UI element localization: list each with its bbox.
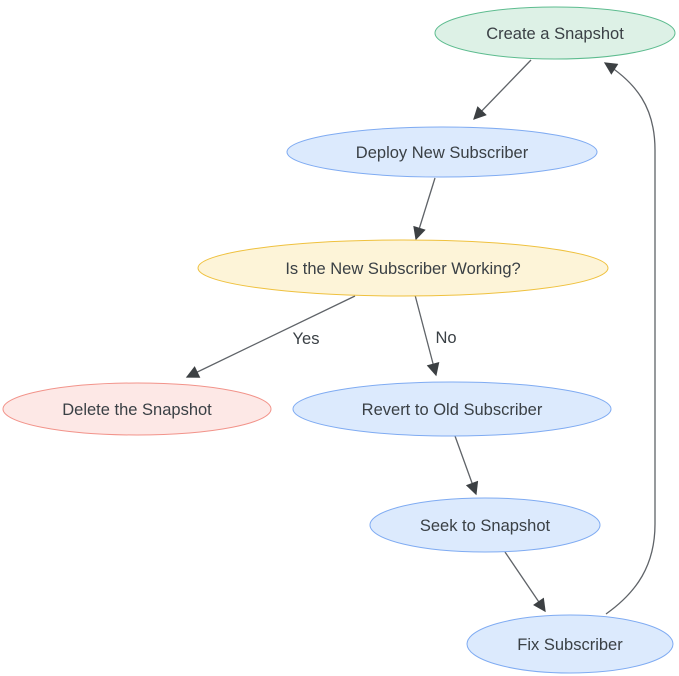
node-seek-to-snapshot-shape — [369, 497, 601, 553]
node-create-a-snapshot-shape — [434, 6, 676, 60]
edge-create-to-deploy — [473, 59, 532, 120]
node-delete-the-snapshot-shape — [2, 382, 272, 436]
edge-working-to-revert-no — [414, 294, 440, 377]
node-delete-the-snapshot-label: Delete the Snapshot — [62, 401, 212, 419]
edge-revert-to-seek — [454, 435, 479, 496]
node-deploy-new-subscriber-label: Deploy New Subscriber — [356, 144, 529, 162]
edge-label-yes: Yes — [293, 330, 320, 348]
node-delete-the-snapshot: Delete the Snapshot — [2, 382, 272, 436]
edge-working-to-delete-yes — [185, 295, 356, 378]
nodes-layer: Create a Snapshot Deploy New Subscriber … — [2, 6, 676, 674]
node-create-a-snapshot: Create a Snapshot — [434, 6, 676, 60]
node-create-a-snapshot-label: Create a Snapshot — [486, 25, 624, 43]
node-is-subscriber-working: Is the New Subscriber Working? — [197, 239, 609, 297]
node-seek-to-snapshot-label: Seek to Snapshot — [420, 517, 551, 535]
edge-label-no: No — [435, 329, 456, 347]
node-deploy-new-subscriber: Deploy New Subscriber — [286, 126, 598, 178]
node-is-subscriber-working-label: Is the New Subscriber Working? — [285, 260, 520, 278]
edge-fix-to-create-loop — [603, 62, 656, 615]
node-deploy-new-subscriber-shape — [286, 126, 598, 178]
node-seek-to-snapshot: Seek to Snapshot — [369, 497, 601, 553]
node-is-subscriber-working-shape — [197, 239, 609, 297]
node-revert-to-old-subscriber-label: Revert to Old Subscriber — [362, 401, 543, 419]
edge-deploy-to-working — [413, 177, 436, 241]
edges-layer: Yes No — [185, 59, 656, 615]
node-revert-to-old-subscriber-shape — [292, 381, 612, 437]
node-revert-to-old-subscriber: Revert to Old Subscriber — [292, 381, 612, 437]
edge-seek-to-fix — [504, 551, 546, 613]
node-fix-subscriber-label: Fix Subscriber — [517, 636, 623, 654]
node-fix-subscriber: Fix Subscriber — [466, 614, 674, 674]
node-fix-subscriber-shape — [466, 614, 674, 674]
